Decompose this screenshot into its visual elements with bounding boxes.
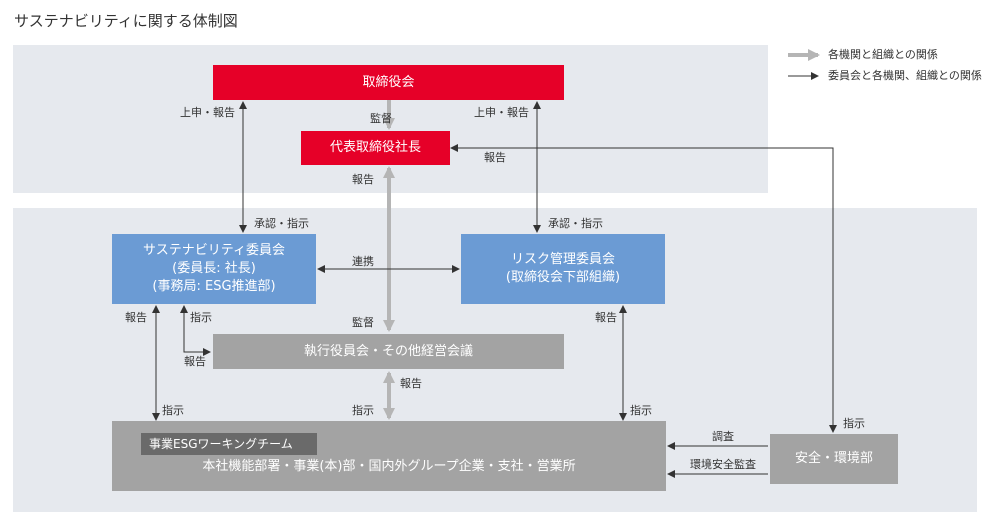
thin-president-safety	[450, 144, 837, 433]
sustainability-committee-secretariat: (事務局: ESG推進部)	[152, 279, 276, 294]
label-instruct-safety: 指示	[843, 417, 865, 430]
exec-committee-label: 執行役員会・その他経営会議	[303, 343, 473, 359]
risk-committee-note: (取締役会下部組織)	[505, 270, 621, 285]
sustainability-committee-chair: (委員長: 社長)	[172, 261, 256, 276]
diagram-title: サステナビリティに関する体制図	[14, 12, 238, 30]
business-units-box: 本社機能部署・事業(本)部・国内外グループ企業・支社・営業所	[112, 421, 666, 491]
label-report-sus-left: 報告	[125, 311, 147, 324]
label-supervise-exec: 監督	[352, 316, 374, 329]
label-instruct-left: 指示	[162, 404, 184, 417]
label-report-up-right: 上申・報告	[474, 106, 529, 119]
label-survey: 調査	[712, 430, 734, 443]
label-approve-right: 承認・指示	[548, 217, 603, 230]
risk-committee-box: リスク管理委員会 (取締役会下部組織)	[461, 234, 665, 304]
label-instruct-center: 指示	[352, 404, 374, 417]
safety-dept-label: 安全・環境部	[794, 451, 873, 466]
president-box: 代表取締役社長	[301, 131, 450, 165]
label-report-up-left: 上申・報告	[180, 106, 235, 119]
label-report-risk: 報告	[595, 311, 617, 324]
label-instruct-right: 指示	[630, 404, 652, 417]
label-report-president-right: 報告	[484, 151, 506, 164]
thin-sus-exec	[180, 305, 211, 356]
label-report-president-below: 報告	[352, 173, 374, 186]
label-approve-left: 承認・指示	[254, 217, 309, 230]
label-report-exec-below: 報告	[400, 377, 422, 390]
legend-thick-label: 各機関と組織との関係	[828, 48, 938, 61]
sustainability-committee-name: サステナビリティ委員会	[143, 243, 285, 258]
exec-committee-box: 執行役員会・その他経営会議	[213, 334, 564, 369]
president-label: 代表取締役社長	[329, 140, 421, 155]
board-box: 取締役会	[213, 65, 564, 100]
business-units-label: 本社機能部署・事業(本)部・国内外グループ企業・支社・営業所	[202, 459, 576, 474]
label-env-audit: 環境安全監査	[690, 458, 756, 471]
label-supervise-top: 監督	[370, 112, 392, 125]
label-instruct-sus: 指示	[190, 311, 212, 324]
esg-team-tag: 事業ESGワーキングチーム	[141, 433, 317, 455]
sustainability-committee-box: サステナビリティ委員会 (委員長: 社長) (事務局: ESG推進部)	[112, 234, 316, 304]
board-label: 取締役会	[362, 74, 415, 90]
safety-dept-box: 安全・環境部	[770, 434, 898, 484]
legend-thin-label: 委員会と各機関、組織との関係	[828, 69, 982, 82]
label-report-exec-left: 報告	[184, 355, 206, 368]
risk-committee-name: リスク管理委員会	[510, 252, 615, 267]
label-collab: 連携	[352, 255, 374, 268]
